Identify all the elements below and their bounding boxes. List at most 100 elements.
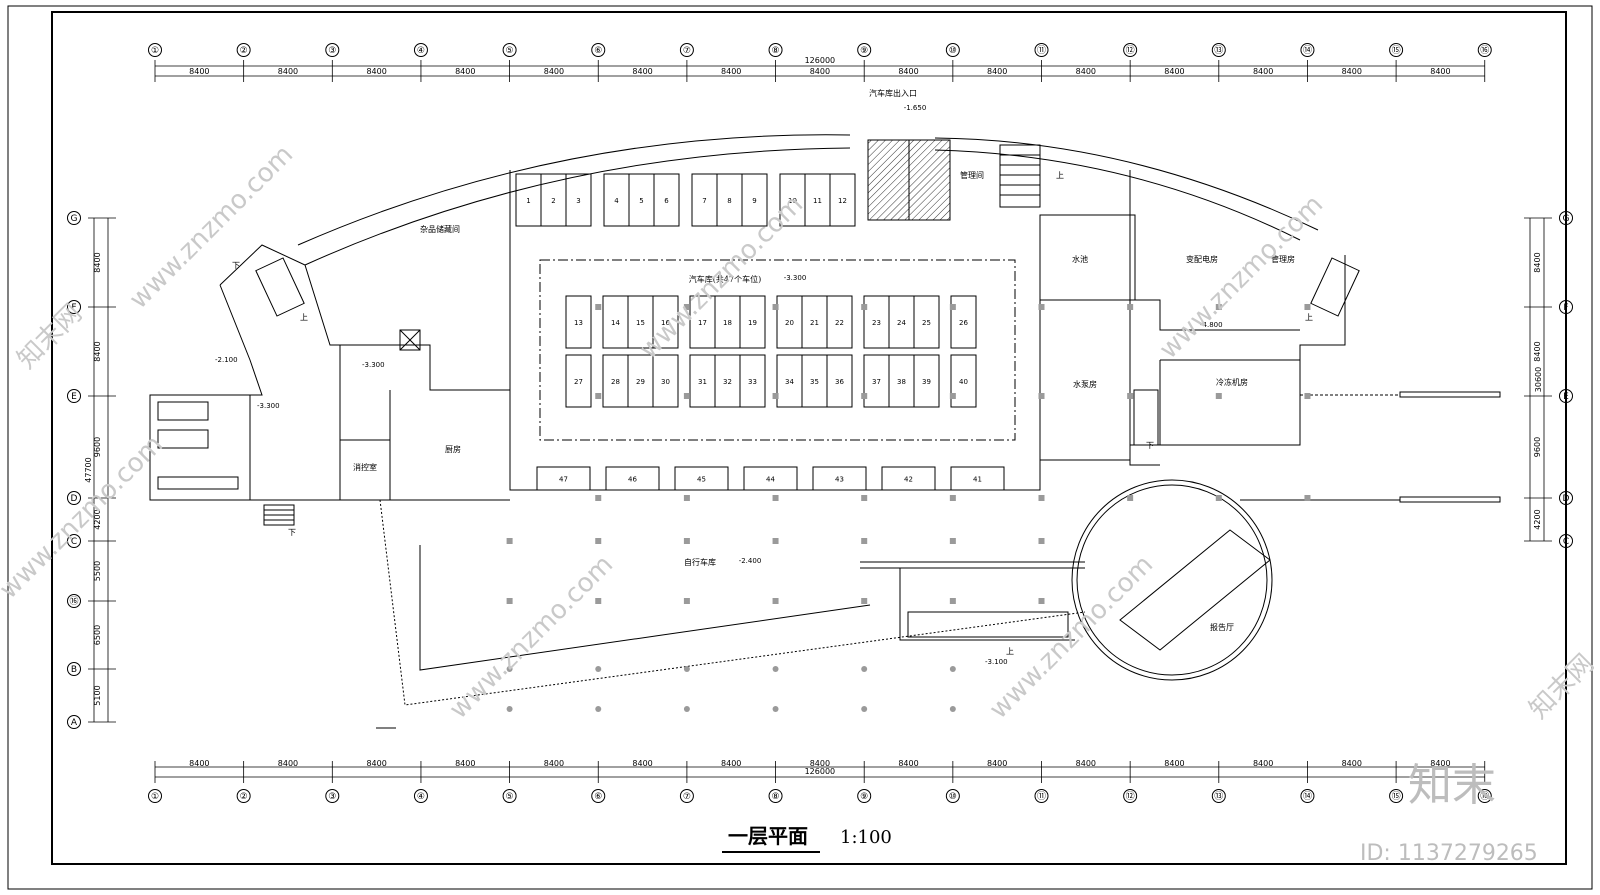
top-axis-label: ⑨ bbox=[860, 46, 868, 56]
outer-frame bbox=[7, 5, 1593, 890]
stair-up-core: 上 bbox=[1056, 171, 1064, 180]
parking-stall-number: 3 bbox=[576, 197, 580, 205]
parking-stall bbox=[536, 466, 591, 491]
water-pump-label: 水泵房 bbox=[1073, 379, 1097, 389]
parking-stall bbox=[829, 173, 856, 227]
top-axis-bubble bbox=[1211, 43, 1226, 57]
bottom-axis-bubble bbox=[1300, 789, 1315, 803]
top-axis-bubble bbox=[1300, 43, 1315, 57]
bottom-bay-dim: 8400 bbox=[1430, 759, 1450, 768]
level-3100: -3.100 bbox=[985, 658, 1008, 666]
parking-stall-number: 28 bbox=[611, 378, 620, 386]
top-bay-dim: 8400 bbox=[1342, 67, 1362, 76]
structural-column bbox=[683, 538, 690, 544]
parking-stall-number: 35 bbox=[810, 378, 819, 386]
west-stair bbox=[255, 257, 305, 317]
left-total-width: 47700 bbox=[84, 457, 93, 482]
parking-stall-number: 8 bbox=[727, 197, 731, 205]
cooling-room-label: 冷冻机房 bbox=[1216, 377, 1248, 387]
structural-column bbox=[861, 495, 868, 501]
top-bay-dim: 8400 bbox=[366, 67, 386, 76]
parking-stall-number: 16 bbox=[661, 319, 670, 327]
structural-column bbox=[1038, 538, 1045, 544]
parking-stall-number: 33 bbox=[748, 378, 757, 386]
bottom-bay-dim: 8400 bbox=[721, 759, 741, 768]
right-axis-bubble bbox=[1559, 211, 1573, 225]
bottom-axis-label: ③ bbox=[328, 792, 336, 802]
left-row-dim: 4200 bbox=[93, 509, 102, 529]
parking-stall-number: 36 bbox=[835, 378, 844, 386]
structural-column bbox=[595, 304, 602, 310]
structural-column bbox=[1304, 393, 1311, 399]
left-axis-bubble bbox=[67, 389, 81, 403]
structural-column bbox=[683, 598, 690, 604]
left-axis-label: B bbox=[71, 665, 77, 675]
structural-column bbox=[595, 538, 602, 544]
brand-watermark: 知末 bbox=[1408, 760, 1496, 811]
left-axis-label: A bbox=[71, 718, 78, 728]
parking-stall-number: 43 bbox=[835, 476, 844, 484]
bottom-axis-label: ⑭ bbox=[1303, 791, 1312, 802]
bottom-axis-label: ⑩ bbox=[949, 792, 957, 802]
bottom-axis-bubble bbox=[1211, 789, 1226, 803]
bottom-bay-dim: 8400 bbox=[366, 759, 386, 768]
bottom-axis-label: ⑧ bbox=[772, 792, 780, 802]
structural-column bbox=[1304, 304, 1311, 310]
right-axis-label: C bbox=[1563, 537, 1569, 547]
right-row-dim: 8400 bbox=[1533, 252, 1542, 272]
parking-stall-number: 45 bbox=[697, 476, 706, 484]
parking-stall-number: 44 bbox=[766, 476, 775, 484]
structural-column bbox=[1215, 495, 1222, 501]
stair-up-east: 上 bbox=[1305, 313, 1313, 322]
top-bay-dim: 8400 bbox=[189, 67, 209, 76]
top-bay-dim: 8400 bbox=[898, 67, 918, 76]
bottom-axis-bubble bbox=[325, 789, 340, 803]
bottom-bay-dim: 8400 bbox=[189, 759, 209, 768]
structural-column bbox=[595, 393, 602, 399]
bike-column bbox=[506, 706, 513, 712]
control-room-label: 消控室 bbox=[353, 462, 377, 472]
bottom-bay-dim: 8400 bbox=[455, 759, 475, 768]
bottom-axis-bubble bbox=[1123, 789, 1138, 803]
core-stair bbox=[999, 144, 1041, 208]
right-row-dim: 4200 bbox=[1533, 509, 1542, 529]
parking-stall-number: 39 bbox=[922, 378, 931, 386]
right-total-width: 30600 bbox=[1534, 367, 1543, 392]
parking-stall bbox=[741, 173, 768, 227]
bottom-axis-label: ⑦ bbox=[683, 792, 691, 802]
parking-stall bbox=[826, 354, 853, 408]
elevator-box bbox=[399, 329, 421, 351]
bottom-axis-bubble bbox=[1389, 789, 1404, 803]
bike-column bbox=[683, 666, 690, 672]
lecture-hall-label: 报告厅 bbox=[1210, 622, 1234, 632]
top-bay-dim: 8400 bbox=[1430, 67, 1450, 76]
structural-column bbox=[683, 393, 690, 399]
parking-stall bbox=[812, 466, 867, 491]
structural-column bbox=[683, 304, 690, 310]
watermark-site-5: www.znzmo.com bbox=[444, 550, 619, 725]
parking-stall-number: 21 bbox=[810, 319, 819, 327]
top-axis-label: ⑦ bbox=[683, 46, 691, 56]
top-bay-dim: 8400 bbox=[632, 67, 652, 76]
manager-room-label: 管理间 bbox=[960, 170, 984, 180]
parking-stall-number: 14 bbox=[611, 319, 620, 327]
parking-stall bbox=[950, 466, 1005, 491]
bottom-total-length: 126000 bbox=[805, 767, 836, 776]
bike-garage-outline bbox=[379, 499, 1086, 706]
bottom-axis-label: ⑯ bbox=[1480, 791, 1489, 802]
right-axis-bubble bbox=[1559, 491, 1573, 505]
level-2100: -2.100 bbox=[215, 356, 238, 364]
parking-stall-number: 19 bbox=[748, 319, 757, 327]
left-axis-label: C bbox=[71, 537, 77, 547]
building-outline bbox=[149, 134, 1501, 729]
parking-stall-number: 25 bbox=[922, 319, 931, 327]
left-axis-bubble bbox=[67, 534, 81, 548]
structural-column bbox=[861, 304, 868, 310]
left-row-dim: 5100 bbox=[93, 685, 102, 705]
bottom-axis-bubble bbox=[1477, 789, 1492, 803]
bottom-bay-dim: 8400 bbox=[987, 759, 1007, 768]
top-axis-bubble bbox=[1123, 43, 1138, 57]
car-entrance-level: -1.650 bbox=[904, 104, 927, 112]
structural-column bbox=[1215, 393, 1222, 399]
top-axis-bubble bbox=[325, 43, 340, 57]
